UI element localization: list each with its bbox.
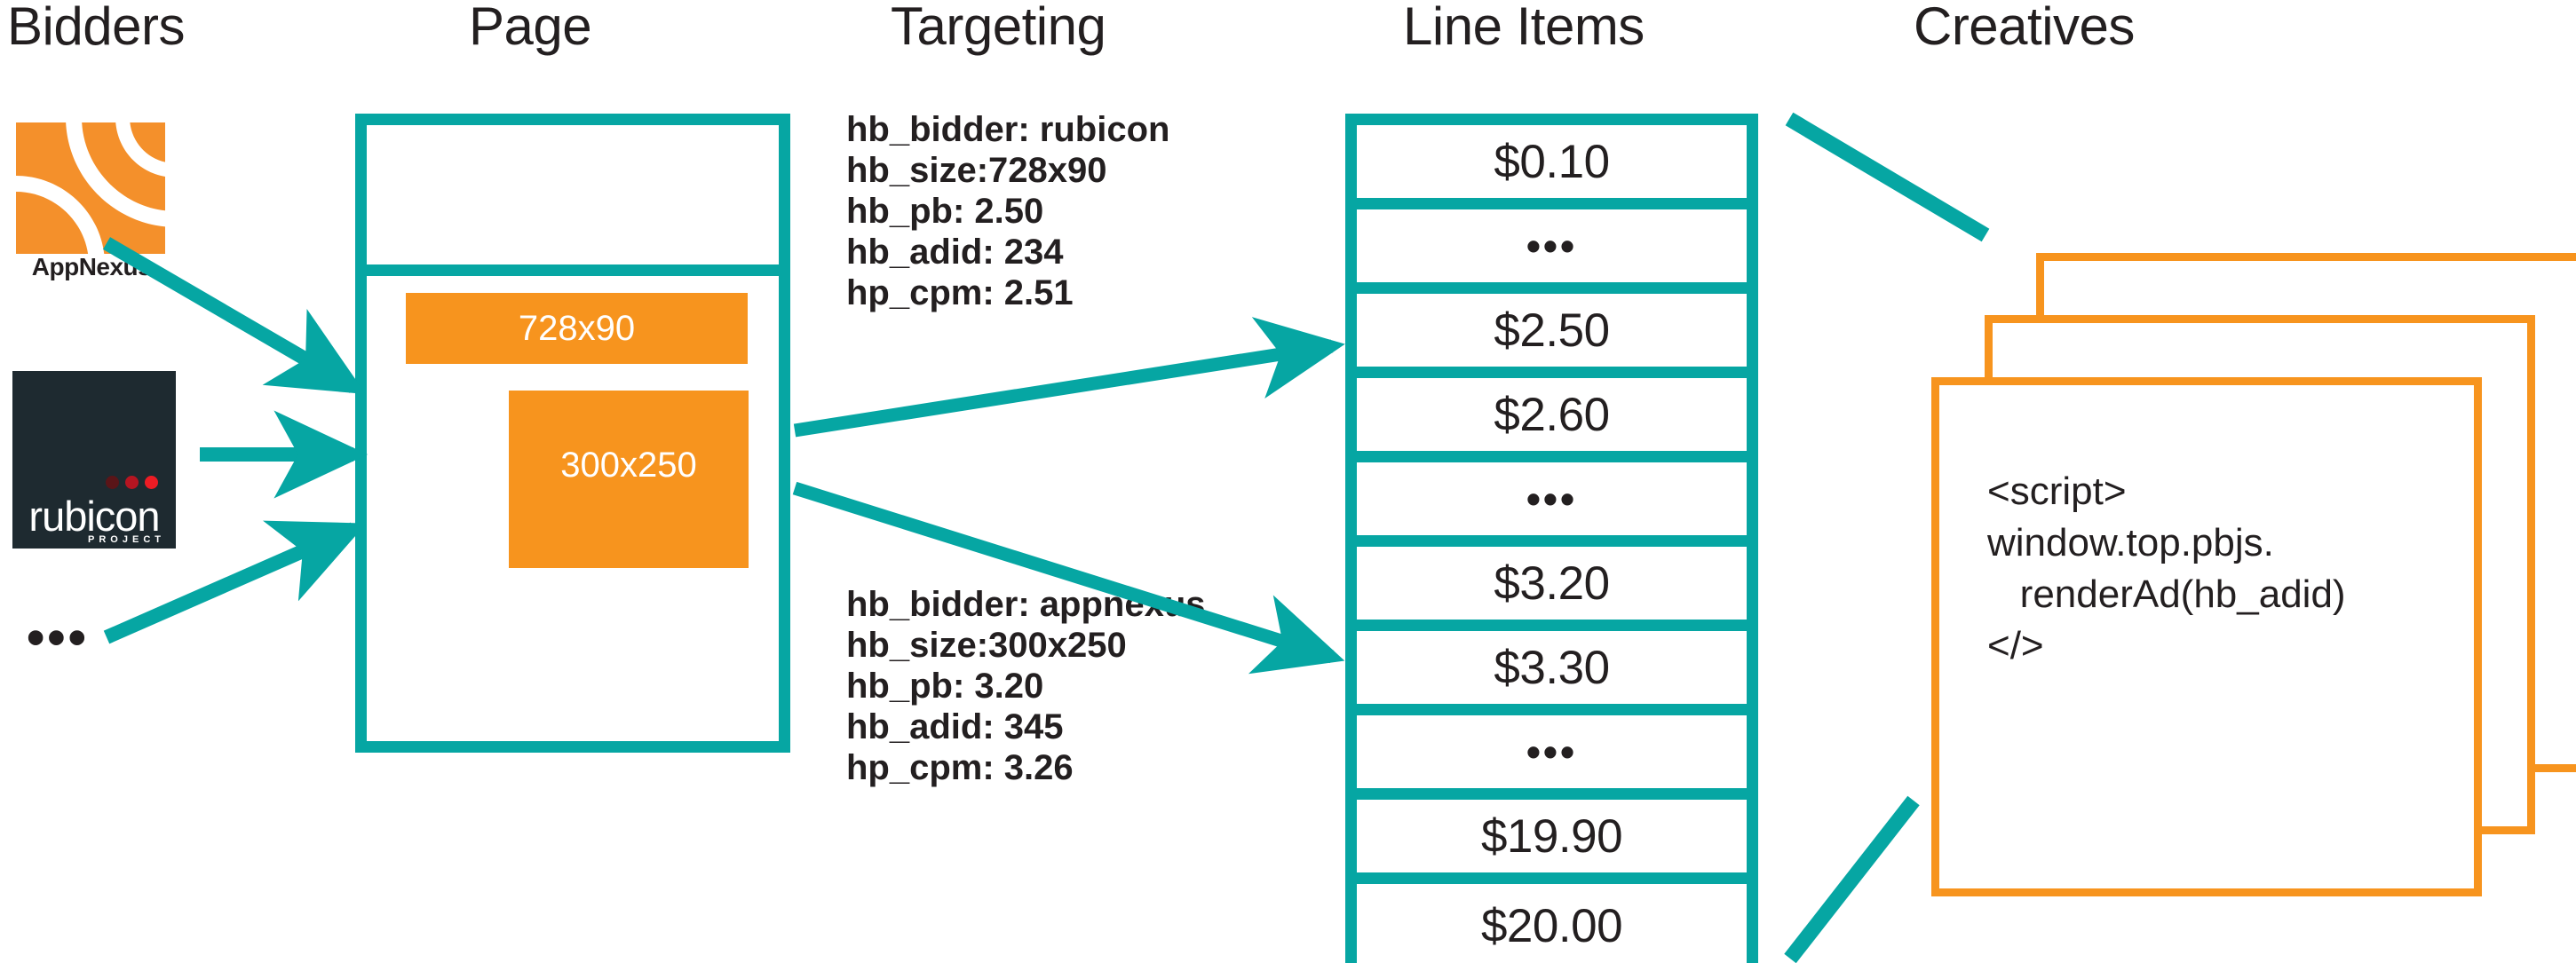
creative-code-snippet: <script> window.top.pbjs. renderAd(hb_ad… bbox=[1987, 470, 2346, 667]
rubicon-wordmark: rubicon bbox=[28, 493, 160, 540]
targeting-line: hb_size:728x90 bbox=[846, 151, 1107, 190]
rubicon-logo-icon: rubicon PROJECT bbox=[12, 371, 176, 549]
column-title-creatives: Creatives bbox=[1914, 0, 2135, 56]
line-item-row[interactable]: $3.20 bbox=[1357, 547, 1747, 631]
rubicon-subtitle: PROJECT bbox=[88, 534, 165, 545]
targeting-line: hb_bidder: appnexus bbox=[846, 585, 1206, 624]
page-header-divider bbox=[355, 264, 790, 276]
targeting-line: hb_adid: 345 bbox=[846, 707, 1064, 746]
appnexus-logo-icon bbox=[16, 122, 165, 254]
targeting-line: hb_pb: 3.20 bbox=[846, 667, 1044, 706]
targeting-block-rubicon: hb_bidder: rubicon hb_size:728x90 hb_pb:… bbox=[846, 109, 1169, 313]
line-item-row[interactable]: $2.60 bbox=[1357, 378, 1747, 462]
line-items-table: $0.10 ••• $2.50 $2.60 ••• $3.20 $3.30 ••… bbox=[1345, 114, 1758, 963]
column-title-targeting: Targeting bbox=[891, 0, 1106, 56]
arrow-728x90-to-250-row bbox=[793, 317, 1345, 438]
targeting-line: hb_pb: 2.50 bbox=[846, 192, 1044, 231]
line-item-row[interactable]: $0.10 bbox=[1357, 125, 1747, 209]
targeting-block-appnexus: hb_bidder: appnexus hb_size:300x250 hb_p… bbox=[846, 584, 1206, 788]
link-bottom-to-creatives bbox=[1784, 795, 1920, 963]
line-item-row[interactable]: $3.30 bbox=[1357, 631, 1747, 715]
targeting-line: hp_cpm: 2.51 bbox=[846, 273, 1074, 312]
line-item-row: ••• bbox=[1357, 715, 1747, 800]
line-item-row[interactable]: $2.50 bbox=[1357, 294, 1747, 378]
ad-slot-728x90[interactable]: 728x90 bbox=[406, 293, 748, 364]
column-title-page: Page bbox=[469, 0, 592, 56]
column-title-bidders: Bidders bbox=[7, 0, 185, 56]
line-item-row: ••• bbox=[1357, 209, 1747, 294]
ad-slot-300x250[interactable]: 300x250 bbox=[509, 391, 749, 568]
targeting-line: hp_cpm: 3.26 bbox=[846, 748, 1074, 787]
column-title-line-items: Line Items bbox=[1403, 0, 1645, 56]
creative-card-front[interactable] bbox=[1931, 377, 2482, 896]
line-item-row[interactable]: $19.90 bbox=[1357, 800, 1747, 884]
bidders-more-ellipsis: ••• bbox=[27, 609, 89, 667]
line-item-row[interactable]: $20.00 bbox=[1357, 884, 1747, 963]
targeting-line: hb_bidder: rubicon bbox=[846, 110, 1170, 149]
targeting-line: hb_size:300x250 bbox=[846, 626, 1127, 665]
link-top-to-creatives bbox=[1785, 112, 1990, 242]
line-item-row: ••• bbox=[1357, 462, 1747, 547]
rubicon-dots-icon bbox=[106, 476, 158, 489]
targeting-line: hb_adid: 234 bbox=[846, 233, 1064, 272]
appnexus-wordmark: AppNexus bbox=[31, 253, 152, 280]
